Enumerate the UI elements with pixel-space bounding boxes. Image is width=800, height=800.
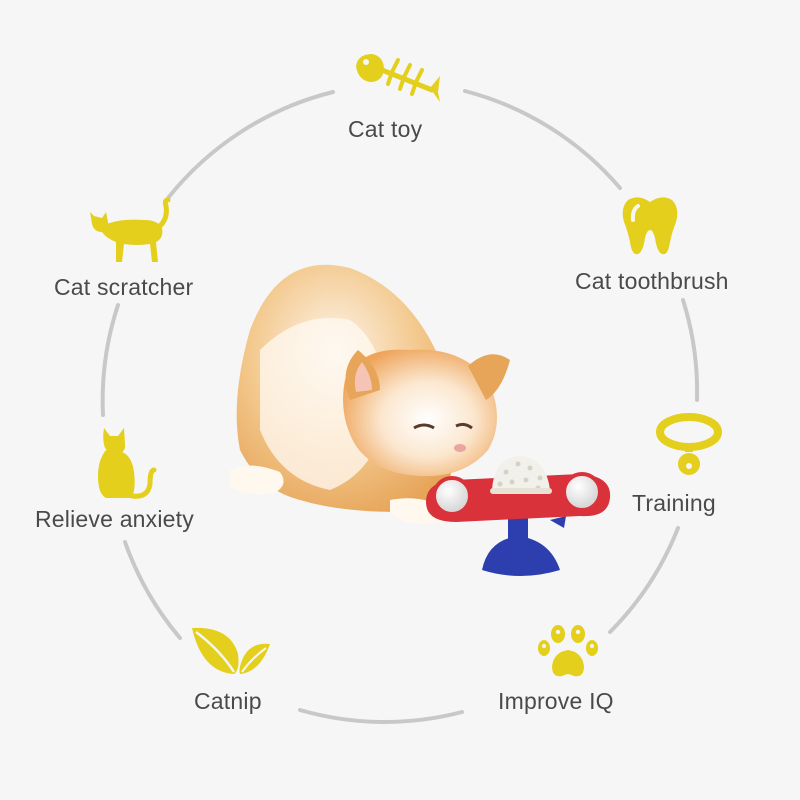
collar-icon xyxy=(656,413,722,475)
fish-bone-icon xyxy=(356,54,440,102)
feature-label-cat-toy: Cat toy xyxy=(348,116,423,142)
feature-label-improve-iq: Improve IQ xyxy=(498,688,614,714)
standing-cat-icon xyxy=(90,198,171,262)
kitten-with-toy-illustration xyxy=(230,264,611,576)
feature-label-training: Training xyxy=(632,490,716,516)
leaf-icon xyxy=(192,627,270,674)
paw-print-icon xyxy=(538,625,598,677)
tooth-icon xyxy=(622,197,678,255)
feature-label-catnip: Catnip xyxy=(194,688,262,714)
sitting-cat-icon xyxy=(98,428,157,499)
feature-label-cat-scratcher: Cat scratcher xyxy=(54,274,194,300)
feature-label-relieve-anxiety: Relieve anxiety xyxy=(35,506,194,532)
feature-label-cat-toothbrush: Cat toothbrush xyxy=(575,268,729,294)
